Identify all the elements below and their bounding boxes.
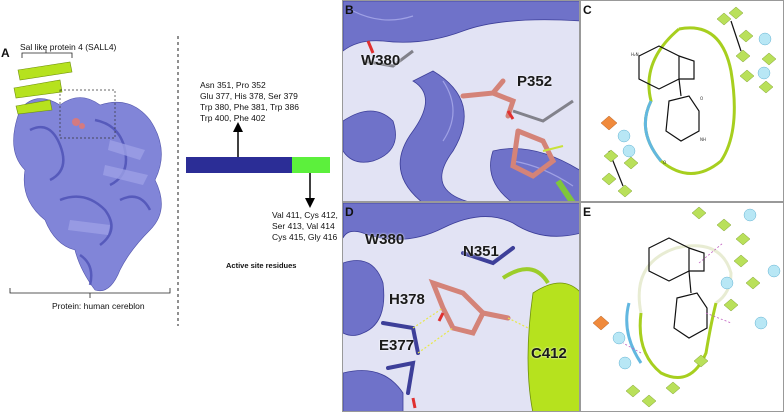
residue-line: Glu 377, His 378, Ser 379	[200, 91, 298, 101]
cereblon-structure	[9, 50, 171, 298]
residue-line: Ser 413, Val 414	[272, 221, 335, 231]
residue-line: Trp 380, Phe 381, Trp 386	[200, 102, 299, 112]
residue-line: Val 411, Cys 412,	[272, 210, 338, 220]
svg-text:NH: NH	[700, 137, 706, 142]
residue-list-bottom: Val 411, Cys 412, Ser 413, Val 414 Cys 4…	[272, 210, 338, 243]
panel-e-letter: E	[583, 205, 592, 219]
panel-e-interaction-diagram	[592, 206, 781, 408]
panel-c: H₂N O NH O C	[580, 0, 784, 202]
panel-d-letter: D	[345, 205, 354, 219]
panel-d: D W380 N351 H378 E377 C412	[342, 202, 580, 412]
residue-label: W380	[361, 52, 401, 69]
panel-c-interaction-diagram: H₂N O NH O	[600, 6, 777, 198]
panel-b-structure	[343, 1, 579, 201]
divider	[177, 36, 179, 326]
panel-d-structure	[343, 203, 579, 411]
residue-label: N351	[463, 243, 499, 260]
residue-label: H378	[389, 291, 425, 308]
panel-b-letter: B	[345, 3, 354, 17]
panel-b: B W380 P352	[342, 0, 580, 202]
svg-text:O: O	[663, 160, 666, 165]
residue-list-top: Asn 351, Pro 352 Glu 377, His 378, Ser 3…	[200, 80, 299, 124]
panel-a-letter: A	[1, 46, 10, 60]
svg-text:H₂N: H₂N	[631, 52, 639, 57]
residue-line: Trp 400, Phe 402	[200, 113, 266, 123]
protein-label: Protein: human cereblon	[52, 301, 145, 311]
domain-bar	[186, 122, 330, 208]
residue-line: Cys 415, Gly 416	[272, 232, 338, 242]
sall4-label: Sal like protein 4 (SALL4)	[20, 42, 117, 52]
residue-label: E377	[379, 337, 415, 354]
panel-c-letter: C	[583, 3, 592, 17]
residue-label: C412	[531, 345, 567, 362]
svg-text:O: O	[700, 96, 703, 101]
active-site-label: Active site residues	[226, 261, 297, 270]
panel-e: E	[580, 202, 784, 412]
residue-label: W380	[365, 231, 405, 248]
residue-line: Asn 351, Pro 352	[200, 80, 266, 90]
residue-label: P352	[517, 73, 553, 90]
